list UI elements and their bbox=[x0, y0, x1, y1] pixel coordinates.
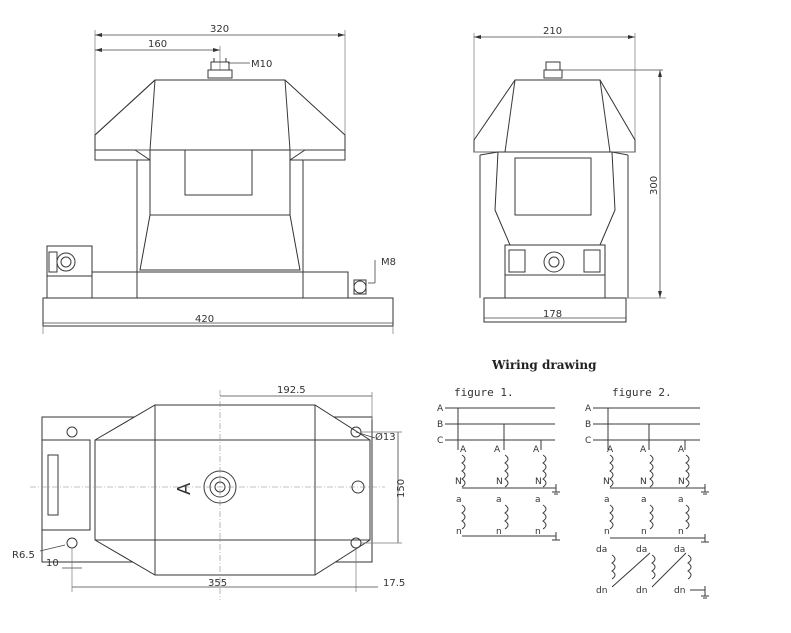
figure-2-caption: figure 2. bbox=[612, 386, 672, 399]
side-dim-height: 300 bbox=[649, 176, 660, 195]
top-terminal-letter: A bbox=[174, 482, 195, 495]
fig1-primary-bottom-3: N bbox=[535, 477, 542, 487]
fig2-primary-top-3: A bbox=[678, 445, 685, 455]
top-dim-offset: 192.5 bbox=[277, 385, 306, 396]
fig2-primary-bottom-2: N bbox=[640, 477, 647, 487]
fig1-primary-top-1: A bbox=[460, 445, 467, 455]
fig2-residual-bottom-2: dn bbox=[636, 586, 647, 596]
fig2-primary-bottom-1: N bbox=[603, 477, 610, 487]
top-dim-edge: 10 bbox=[46, 558, 59, 569]
top-dim-radius: R6.5 bbox=[12, 550, 35, 561]
fig1-secondary-bottom-1: n bbox=[456, 527, 462, 537]
fig2-primary-top-1: A bbox=[607, 445, 614, 455]
figure-1-phase-a: A bbox=[437, 404, 444, 414]
fig2-residual-bottom-3: dn bbox=[674, 586, 685, 596]
fig2-residual-top-3: da bbox=[674, 545, 685, 555]
top-dim-hole: Ø13 bbox=[375, 431, 396, 443]
figure-2: figure 2. A B C A A A N N N a a a bbox=[585, 386, 709, 599]
figure-1: figure 1. A B C A A A N N N a a a bbox=[437, 386, 560, 541]
fig2-secondary-bottom-3: n bbox=[678, 527, 684, 537]
figure-1-phase-c: C bbox=[437, 436, 443, 446]
fig2-secondary-top-3: a bbox=[678, 495, 684, 505]
fig1-primary-top-2: A bbox=[494, 445, 501, 455]
fig1-secondary-top-1: a bbox=[456, 495, 462, 505]
figure-2-phase-c: C bbox=[585, 436, 591, 446]
fig2-residual-top-1: da bbox=[596, 545, 607, 555]
fig1-primary-bottom-2: N bbox=[496, 477, 503, 487]
wiring-title: Wiring drawing bbox=[491, 358, 597, 372]
top-dim-spacing: 150 bbox=[396, 479, 407, 498]
fig1-primary-top-3: A bbox=[533, 445, 540, 455]
side-dim-top: 210 bbox=[543, 26, 562, 37]
figure-1-phase-b: B bbox=[437, 420, 443, 430]
fig1-secondary-bottom-2: n bbox=[496, 527, 502, 537]
front-dim-center: 160 bbox=[148, 39, 167, 50]
top-view: A 192.5 Ø13 150 R6.5 10 bbox=[12, 385, 407, 600]
fig2-primary-bottom-3: N bbox=[678, 477, 685, 487]
fig2-secondary-top-1: a bbox=[604, 495, 610, 505]
front-dim-width: 320 bbox=[210, 24, 229, 35]
fig2-secondary-bottom-2: n bbox=[641, 527, 647, 537]
side-dim-base: 178 bbox=[543, 309, 562, 320]
figure-1-caption: figure 1. bbox=[454, 386, 514, 399]
fig1-secondary-top-3: a bbox=[535, 495, 541, 505]
fig1-secondary-top-2: a bbox=[496, 495, 502, 505]
fig2-primary-top-2: A bbox=[640, 445, 647, 455]
fig2-secondary-top-2: a bbox=[641, 495, 647, 505]
fig1-primary-bottom-1: N bbox=[455, 477, 462, 487]
fig2-residual-bottom-1: dn bbox=[596, 586, 607, 596]
front-view: 320 160 M10 bbox=[42, 24, 396, 334]
wiring-drawing: Wiring drawing figure 1. A B C A A A N N… bbox=[437, 358, 709, 599]
figure-2-phase-a: A bbox=[585, 404, 592, 414]
fig2-secondary-bottom-1: n bbox=[604, 527, 610, 537]
front-base-width: 420 bbox=[195, 314, 214, 325]
side-view: 210 178 300 bbox=[473, 26, 666, 323]
front-ground-label: M8 bbox=[381, 257, 396, 268]
fig2-residual-top-2: da bbox=[636, 545, 647, 555]
front-bolt-label: M10 bbox=[251, 59, 272, 70]
figure-2-phase-b: B bbox=[585, 420, 591, 430]
fig1-secondary-bottom-3: n bbox=[535, 527, 541, 537]
top-dim-length: 355 bbox=[208, 578, 227, 589]
top-dim-end: 17.5 bbox=[383, 578, 405, 589]
